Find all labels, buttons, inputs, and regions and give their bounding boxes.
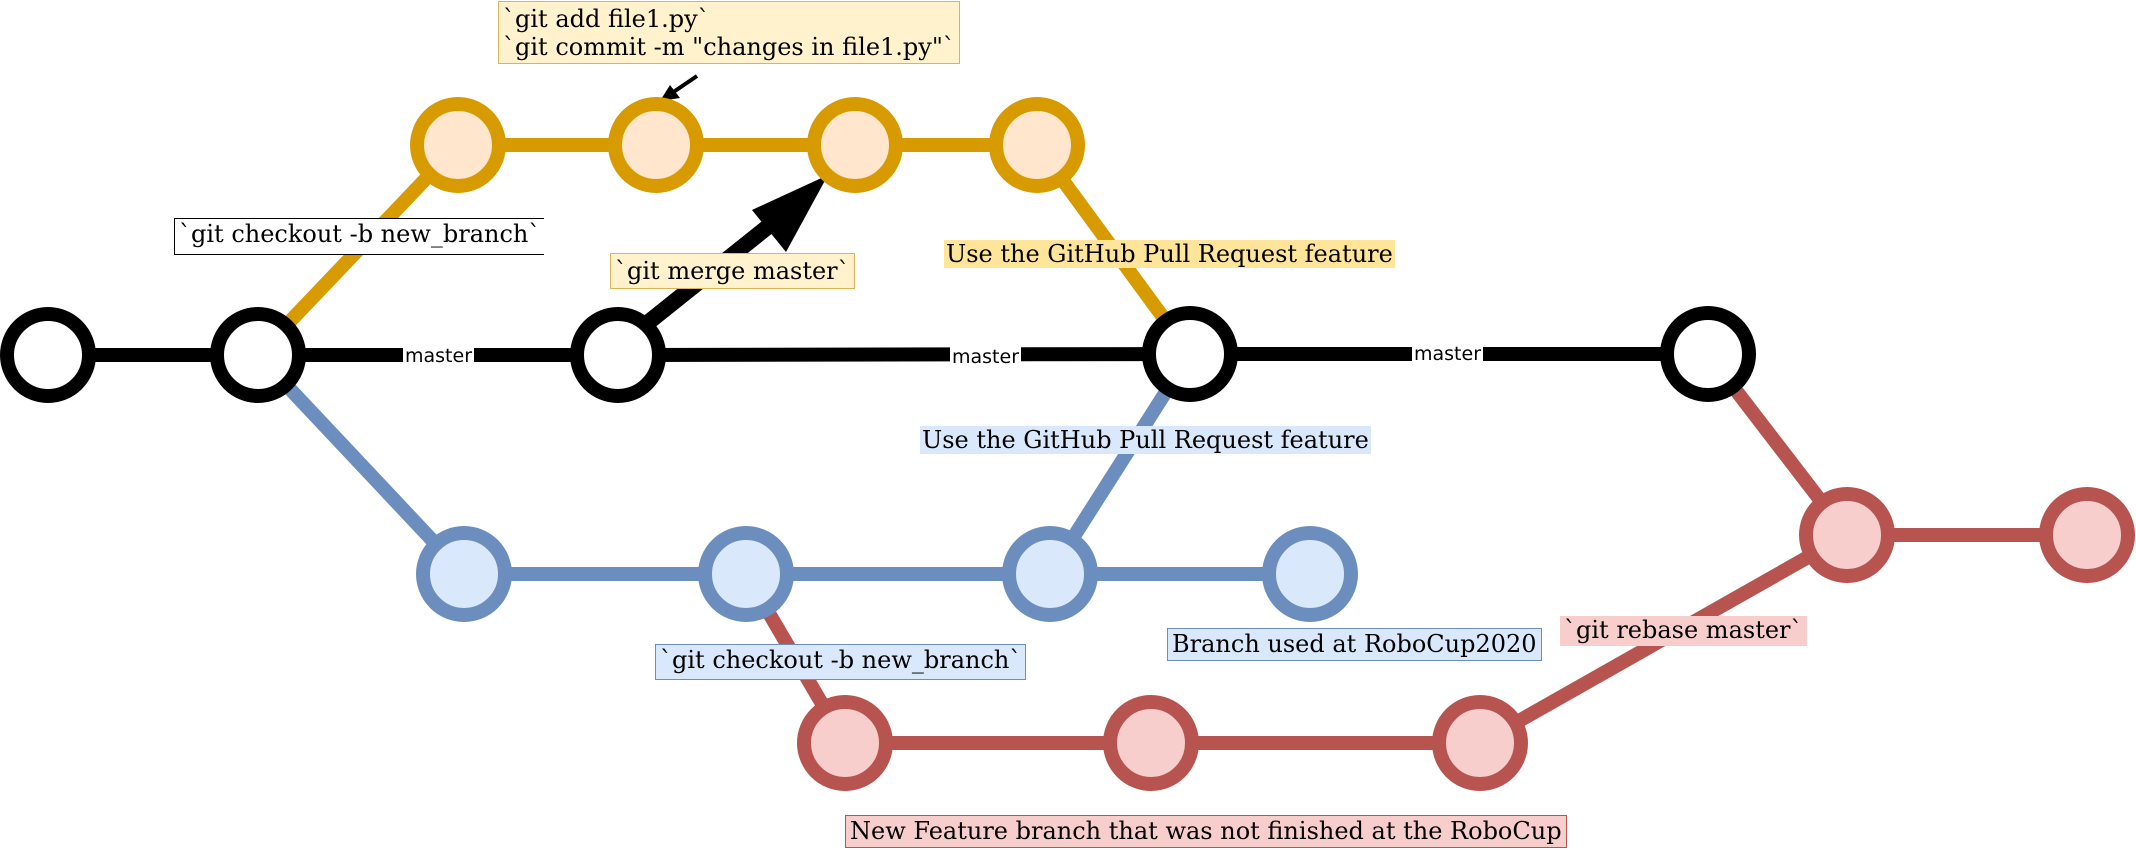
orange-commit-node [410, 97, 506, 193]
add-commit-line-2: `git commit -m "changes in file1.py"` [503, 33, 955, 61]
master-label-2: master [950, 346, 1022, 368]
red-commit-node [1432, 695, 1528, 791]
red-commit-node [797, 695, 893, 791]
orange-commit-node [807, 97, 903, 193]
merge-master-note: `git merge master` [610, 253, 855, 289]
master-commit-node [0, 307, 96, 403]
master-commit-node [570, 307, 666, 403]
merge-arrow-head [752, 175, 828, 252]
pull-request-blue-note: Use the GitHub Pull Request feature [920, 426, 1371, 454]
master-label-1: master [403, 345, 475, 367]
blue-commit-node [1262, 526, 1358, 622]
master-label-3: master [1412, 343, 1484, 365]
checkout-top-note: `git checkout -b new_branch` [174, 218, 545, 255]
blue-commit-node [416, 526, 512, 622]
blue-commit-node [698, 526, 794, 622]
master-commit-node [1142, 306, 1238, 402]
checkout-bottom-note: `git checkout -b new_branch` [655, 644, 1027, 680]
add-commit-note: `git add file1.py` `git commit -m "chang… [498, 1, 960, 64]
new-feature-note: New Feature branch that was not finished… [845, 815, 1567, 848]
orange-commit-node [608, 97, 704, 193]
red-commit-node [1103, 695, 1199, 791]
master-commit-node [210, 307, 306, 403]
master-commit-node [1660, 306, 1756, 402]
blue-commit-node [1002, 526, 1098, 622]
red-commit-node [2039, 487, 2135, 583]
red-commit-node [1799, 487, 1895, 583]
add-commit-line-1: `git add file1.py` [503, 5, 710, 33]
robocup-branch-note: Branch used at RoboCup2020 [1167, 628, 1542, 661]
pull-request-orange-note: Use the GitHub Pull Request feature [944, 240, 1395, 268]
commit-arrow-head [660, 85, 680, 101]
orange-commit-node [989, 97, 1085, 193]
blue-branch-edge [252, 350, 470, 579]
rebase-master-note: `git rebase master` [1560, 616, 1807, 646]
master-edge [617, 347, 1191, 362]
commit-arrow-shaft [670, 74, 699, 95]
